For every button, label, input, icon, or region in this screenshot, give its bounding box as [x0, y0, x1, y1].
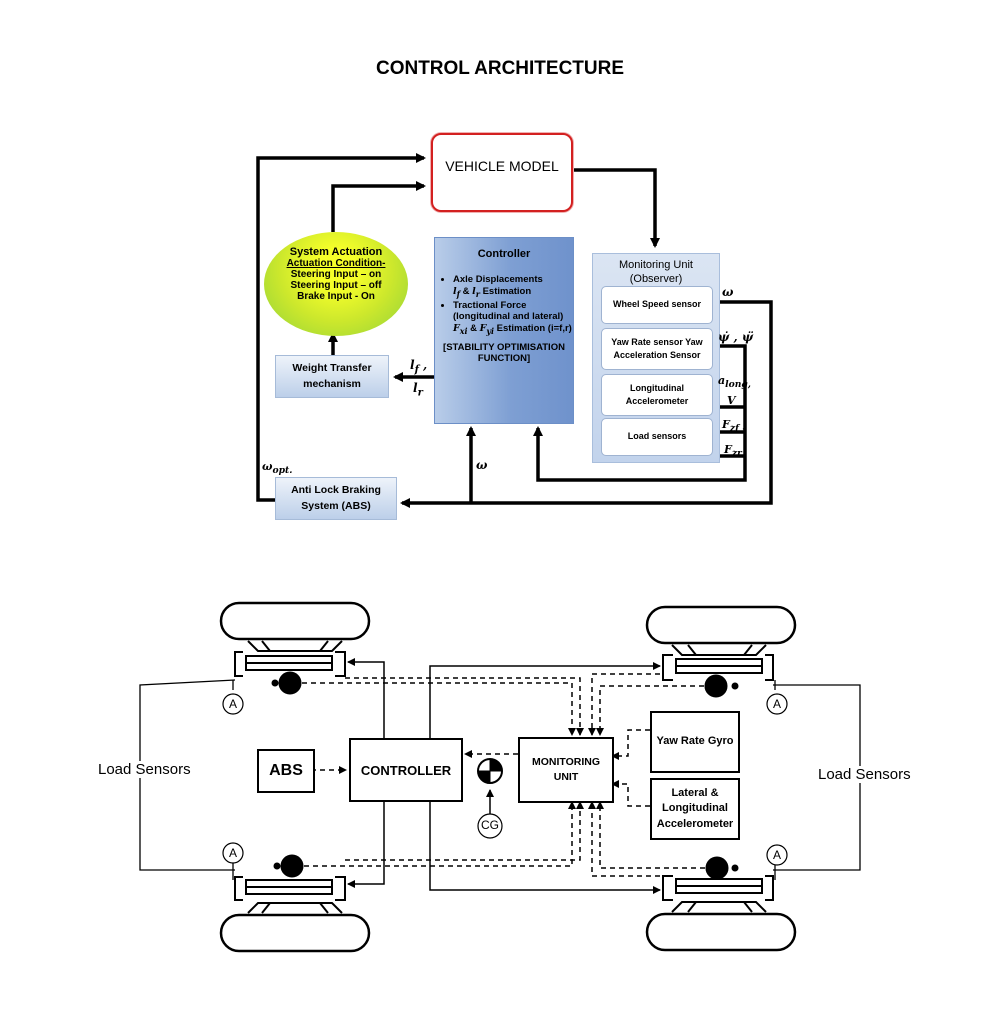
sensor-a-markers: [222, 693, 788, 866]
monitoring-unit-module-label: MONITORING UNIT: [531, 756, 601, 783]
load-sensor-wiring: [139, 679, 861, 880]
sensor-marker-fr: A: [772, 697, 781, 711]
actuation-line-2: Steering Input – off: [290, 280, 382, 291]
weight-transfer-box: Weight Transfer mechanism: [275, 355, 389, 398]
monitoring-unit-title: Monitoring Unit (Observer): [619, 259, 693, 285]
wheel-front-right: [645, 605, 797, 645]
yaw-rate-gyro-label: Yaw Rate Gyro: [656, 735, 734, 748]
omega-label: ω: [722, 285, 734, 299]
actuation-line-3: Brake Input - On: [297, 291, 375, 302]
sensor-marker-rr: A: [772, 848, 781, 862]
suspension-front-right: [662, 644, 774, 681]
cg-symbol-icon: [477, 758, 503, 784]
sensor-bus: [533, 344, 747, 482]
lf-label: lf ,: [410, 358, 428, 376]
psi-label: ψ̇ , ψ̈: [718, 330, 754, 344]
system-actuation-ellipse: System Actuation Actuation Condition- St…: [264, 232, 408, 336]
longitudinal-accelerometer: Longitudinal Accelerometer: [601, 374, 713, 416]
fzr-label: Fzr: [724, 443, 742, 460]
cg-label: CG: [481, 818, 499, 832]
yaw-rate-sensor: Yaw Rate sensor Yaw Acceleration Sensor: [601, 328, 713, 370]
controller-module: CONTROLLER: [349, 738, 463, 802]
abs-module-label: ABS: [269, 762, 303, 779]
controller-function-list: Axle Displacements lf & lr Estimation Tr…: [435, 274, 573, 336]
controller-box: Controller Axle Displacements lf & lr Es…: [434, 237, 574, 424]
omega-line: [400, 300, 773, 508]
monitoring-unit-box: Monitoring Unit (Observer) Wheel Speed s…: [592, 253, 720, 463]
wheel-rear-left: [219, 913, 371, 953]
controller-footer: [STABILITY OPTIMISATION FUNCTION]: [443, 341, 565, 364]
load-sensor-rl: [280, 854, 304, 878]
weight-transfer-label: Weight Transfer mechanism: [292, 362, 372, 390]
actuation-line-1: Steering Input – on: [290, 269, 382, 280]
accelerometer-label: Lateral & Longitudinal Accelerometer: [656, 786, 734, 830]
load-sensors-right-label: Load Sensors: [818, 766, 911, 783]
wheel-speed-sensor: Wheel Speed sensor: [601, 286, 713, 324]
load-sensors-left-label: Load Sensors: [98, 761, 191, 778]
suspension-rear-left: [234, 876, 346, 914]
wheel-rear-right: [645, 912, 797, 952]
abs-module: ABS: [257, 749, 315, 793]
load-sensor-fr: [704, 674, 728, 698]
monitoring-unit-module: MONITORING UNIT: [518, 737, 614, 803]
actuation-condition: Actuation Condition-: [286, 258, 386, 269]
v-label: V: [727, 394, 736, 407]
dashed-sensor-lines: [302, 673, 705, 877]
a-long-label: along,: [718, 374, 751, 391]
load-sensor-fl: [278, 671, 302, 695]
vehicle-model-box: VEHICLE MODEL: [431, 133, 573, 212]
yaw-rate-gyro-module: Yaw Rate Gyro: [650, 711, 740, 773]
load-sensor-rr: [705, 856, 729, 880]
top-connections: [256, 153, 773, 508]
wheel-front-left: [219, 601, 371, 641]
fzf-label: Fzf ,: [722, 418, 747, 435]
controller-title: Controller: [477, 248, 531, 260]
controller-bullet-2: Tractional Force (longitudinal and later…: [453, 300, 573, 322]
sensor-marker-fl: A: [228, 697, 237, 711]
lr-label: lr: [413, 381, 423, 399]
abs-label: Anti Lock Braking System (ABS): [291, 484, 381, 512]
omega-opt-loop: [256, 153, 426, 502]
accelerometer-module: Lateral & Longitudinal Accelerometer: [650, 778, 740, 840]
system-actuation-title: System Actuation: [289, 246, 383, 258]
cg-pointer: [477, 813, 503, 839]
load-sensors: Load sensors: [601, 418, 713, 456]
controller-module-label: CONTROLLER: [360, 762, 452, 778]
actuation-to-vehicle: [331, 181, 426, 232]
bottom-diagram: [139, 601, 861, 953]
sensor-marker-rl: A: [228, 846, 237, 860]
suspension-rear-right: [662, 875, 774, 913]
vehicle-model-label: VEHICLE MODEL: [445, 157, 559, 174]
suspension-front-left: [234, 640, 346, 677]
controller-bullet-2-sub: Fxi & Fyi Estimation (i=f,r): [453, 322, 572, 336]
controller-bullet-1: Axle Displacements: [453, 274, 573, 285]
omega-opt-label: ωopt.: [262, 460, 293, 477]
omega-bottom-label: ω: [476, 458, 488, 472]
abs-box: Anti Lock Braking System (ABS): [275, 477, 397, 520]
controller-bullet-1-sub: lf & lr Estimation: [453, 286, 532, 299]
vehicle-to-monitoring: [571, 168, 660, 248]
page-title: CONTROL ARCHITECTURE: [375, 58, 625, 79]
